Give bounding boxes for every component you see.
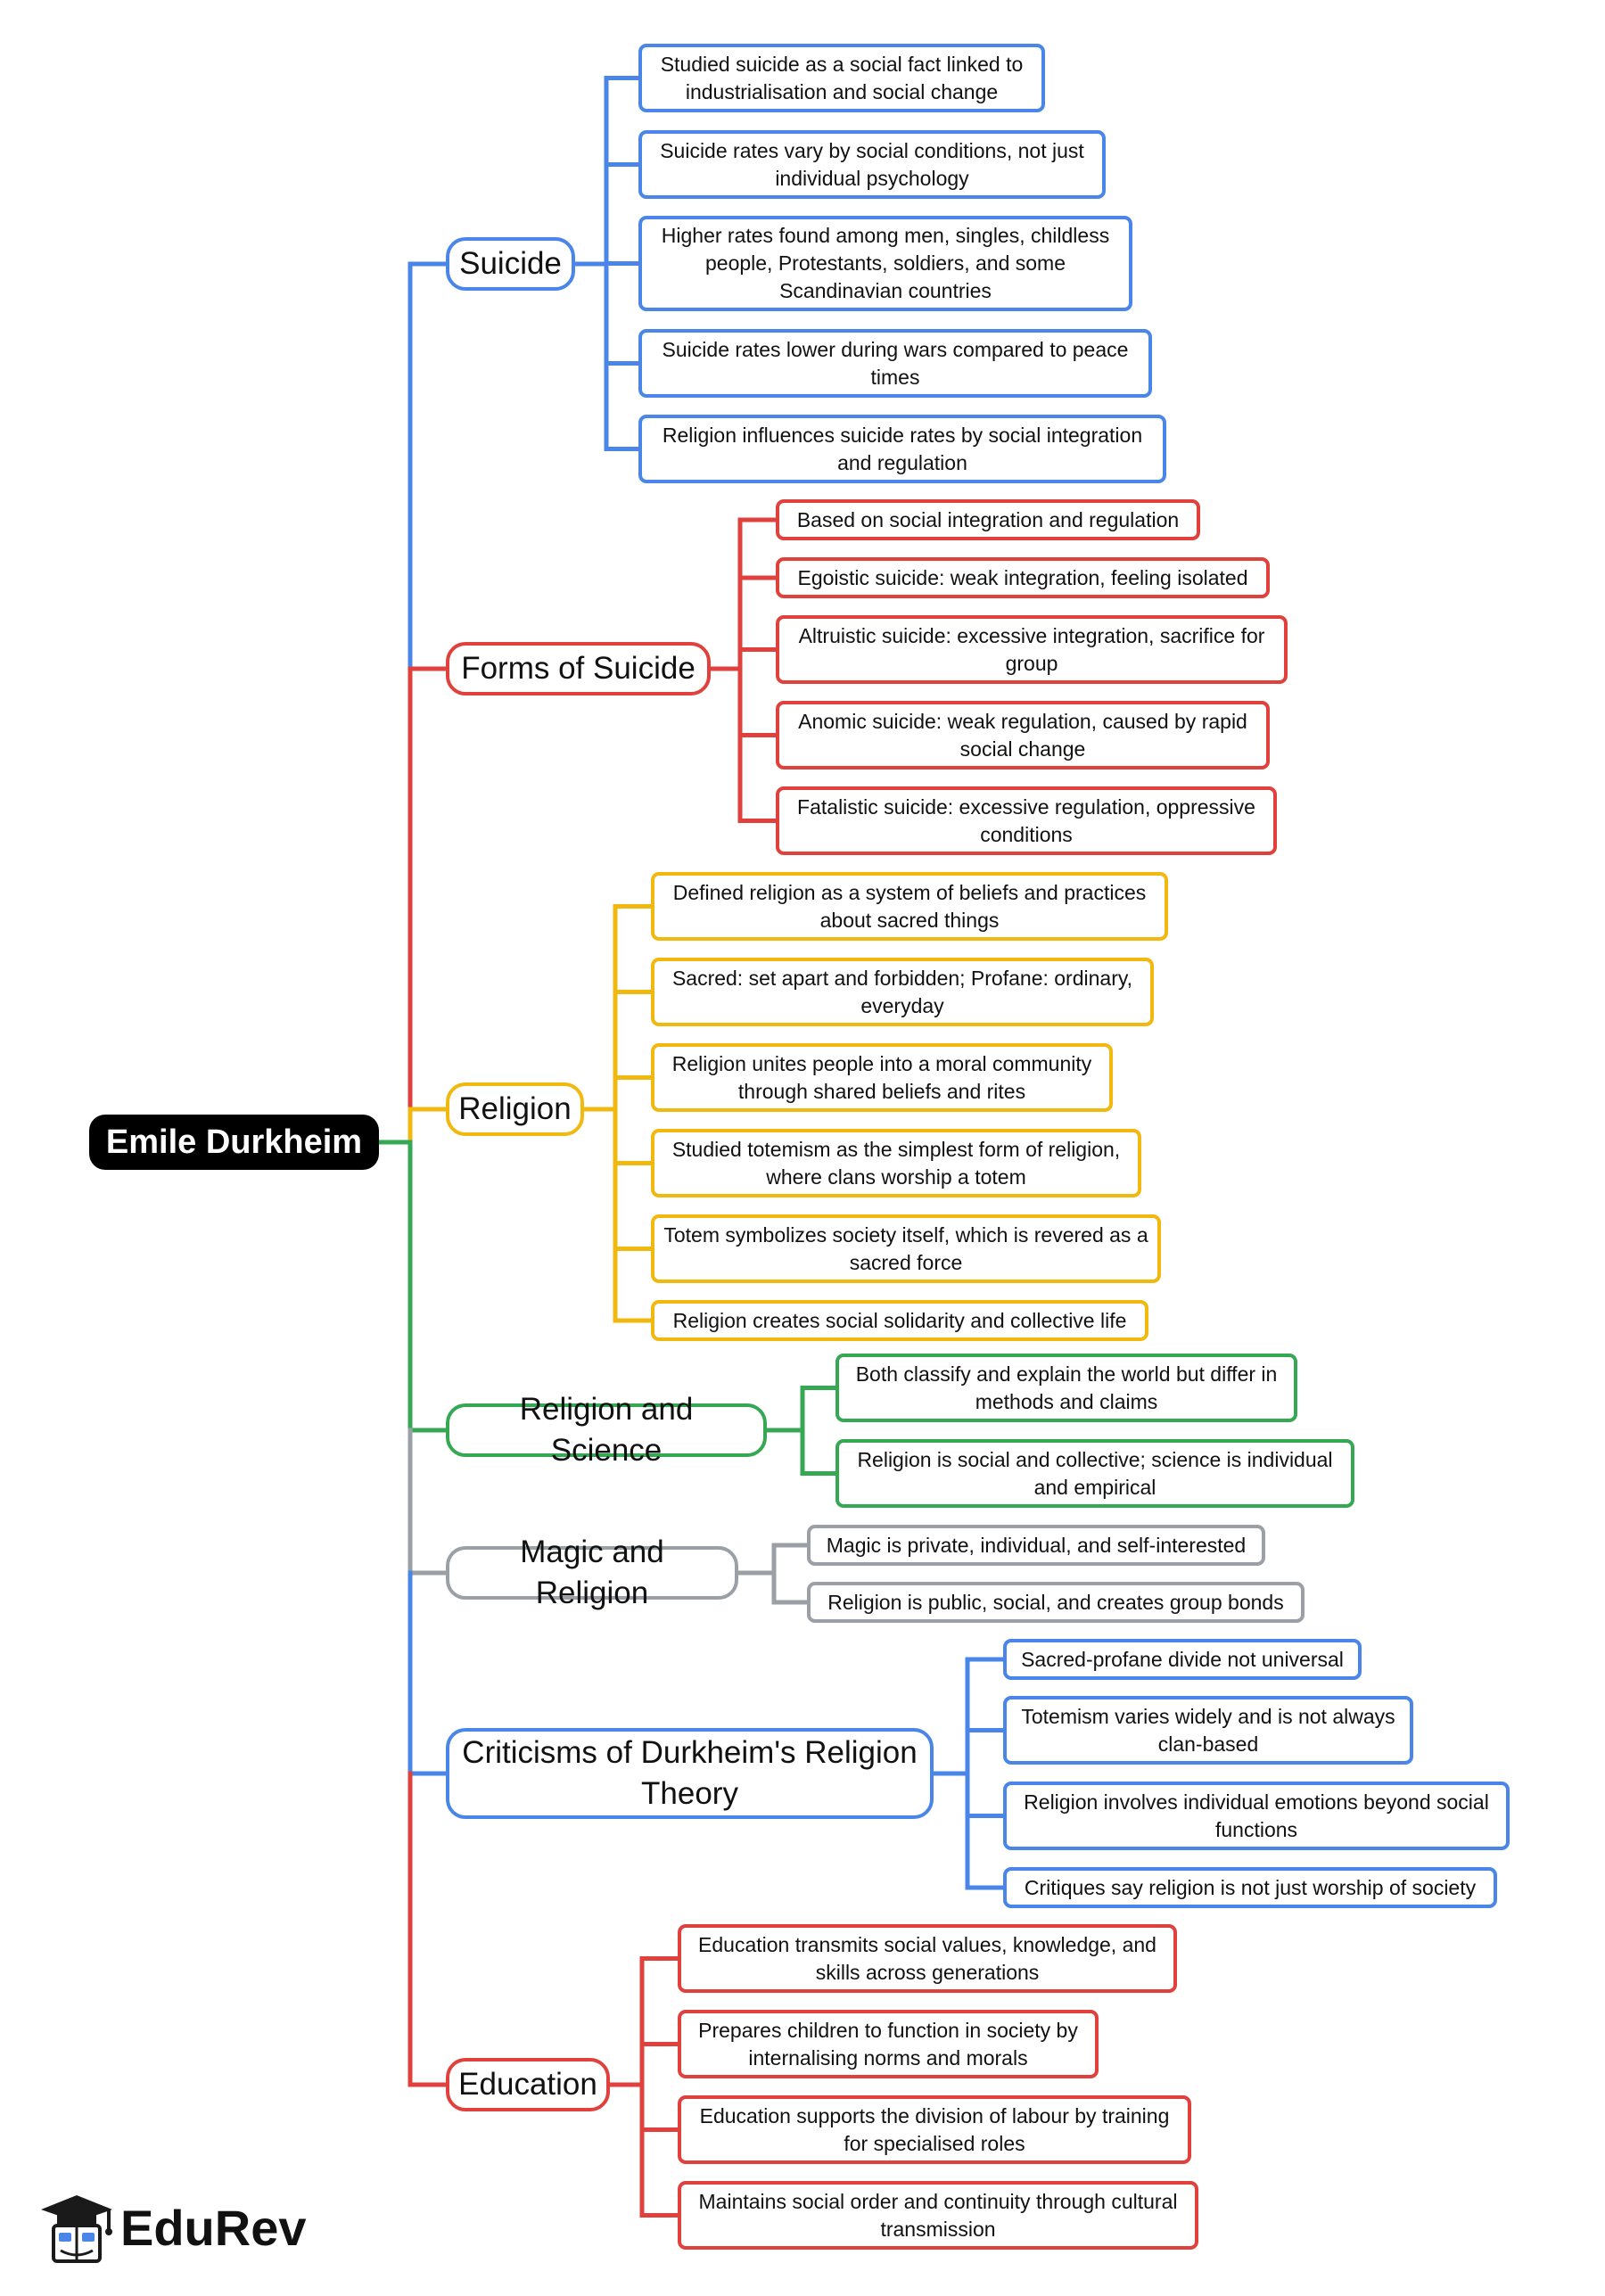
branch-node-forms-of-suicide: Forms of Suicide: [446, 642, 711, 695]
leaf-node: Prepares children to function in society…: [678, 2010, 1099, 2078]
leaf-node: Maintains social order and continuity th…: [678, 2181, 1198, 2250]
leaf-node: Based on social integration and regulati…: [776, 499, 1200, 540]
brand-name: EduRev: [120, 2200, 307, 2256]
edurev-logo: [41, 2195, 112, 2263]
leaf-node: Suicide rates vary by social conditions,…: [638, 130, 1106, 199]
leaf-node: Totem symbolizes society itself, which i…: [651, 1214, 1161, 1283]
leaf-node: Religion creates social solidarity and c…: [651, 1300, 1148, 1341]
leaf-node: Anomic suicide: weak regulation, caused …: [776, 701, 1270, 769]
leaf-node: Magic is private, individual, and self-i…: [807, 1525, 1265, 1566]
branch-node-criticisms: Criticisms of Durkheim's Religion Theory: [446, 1728, 934, 1819]
leaf-node: Religion is social and collective; scien…: [835, 1439, 1354, 1508]
leaf-node: Education transmits social values, knowl…: [678, 1924, 1177, 1993]
leaf-node: Fatalistic suicide: excessive regulation…: [776, 786, 1277, 855]
leaf-node: Suicide rates lower during wars compared…: [638, 329, 1152, 398]
leaf-node: Egoistic suicide: weak integration, feel…: [776, 557, 1270, 598]
leaf-node: Defined religion as a system of beliefs …: [651, 872, 1168, 941]
leaf-node: Studied totemism as the simplest form of…: [651, 1129, 1141, 1197]
root-node: Emile Durkheim: [89, 1115, 379, 1170]
leaf-node: Religion is public, social, and creates …: [807, 1582, 1305, 1623]
leaf-node: Sacred: set apart and forbidden; Profane…: [651, 958, 1154, 1026]
branch-node-suicide: Suicide: [446, 237, 575, 291]
leaf-node: Religion unites people into a moral comm…: [651, 1043, 1113, 1112]
leaf-node: Totemism varies widely and is not always…: [1003, 1696, 1413, 1765]
branch-node-religion: Religion: [446, 1082, 584, 1136]
leaf-node: Both classify and explain the world but …: [835, 1354, 1297, 1422]
leaf-node: Education supports the division of labou…: [678, 2095, 1191, 2164]
branch-node-magic-and-religion: Magic and Religion: [446, 1535, 738, 1610]
leaf-node: Sacred-profane divide not universal: [1003, 1639, 1362, 1680]
branch-node-religion-and-science: Religion and Science: [446, 1392, 767, 1468]
leaf-node: Higher rates found among men, singles, c…: [638, 216, 1132, 311]
leaf-node: Studied suicide as a social fact linked …: [638, 44, 1045, 112]
leaf-node: Religion involves individual emotions be…: [1003, 1782, 1510, 1850]
leaf-node: Critiques say religion is not just worsh…: [1003, 1867, 1497, 1908]
leaf-node: Altruistic suicide: excessive integratio…: [776, 615, 1288, 684]
branch-node-education: Education: [446, 2058, 610, 2111]
leaf-node: Religion influences suicide rates by soc…: [638, 415, 1166, 483]
graduation-cap-icon: [41, 2195, 112, 2263]
